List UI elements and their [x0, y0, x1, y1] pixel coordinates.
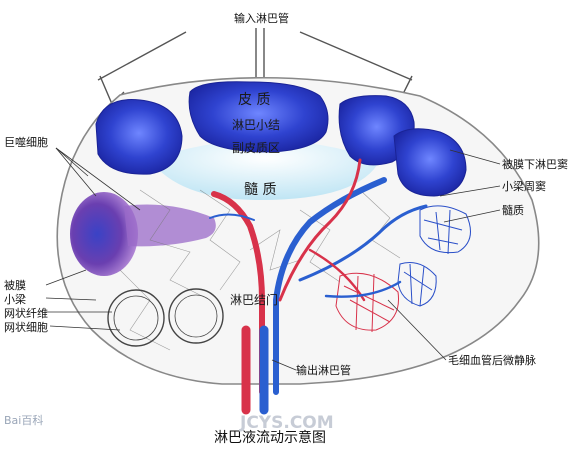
- label-medulla: 髓 质: [244, 182, 276, 198]
- watermark-baidu: Bai百科: [4, 413, 43, 427]
- reticular-fiber-circles: [107, 288, 224, 347]
- efferent-vessel: [241, 325, 269, 415]
- cortical-nodules: [95, 81, 467, 197]
- label-nodule: 淋巴小结: [232, 118, 280, 132]
- diagram-title: 淋巴液流动示意图: [214, 429, 326, 446]
- label-efferent: 输出淋巴管: [296, 363, 351, 377]
- label-subcapsular-sinus: 被膜下淋巴窦: [502, 158, 568, 171]
- macrophage-cluster: [70, 192, 216, 276]
- label-paracortex: 副皮质区: [232, 141, 280, 155]
- label-medulla-right: 髓质: [502, 204, 524, 217]
- label-afferent: 输入淋巴管: [234, 11, 289, 25]
- label-peritrabecular-sinus: 小梁周窦: [502, 179, 546, 193]
- label-cortex: 皮 质: [238, 92, 270, 108]
- label-reticular-cell: 网状细胞: [4, 320, 48, 334]
- pointer-lines: [45, 147, 501, 371]
- label-hilum: 淋巴结门: [230, 292, 278, 307]
- blood-vessels: [209, 158, 428, 395]
- paracortex-zone: [150, 140, 380, 200]
- medulla-capillary-net: [397, 205, 471, 307]
- watermark-site: JCYS.COM: [239, 413, 334, 433]
- label-reticular-fiber: 网状纤维: [4, 306, 48, 320]
- label-macrophage: 巨噬细胞: [4, 135, 48, 149]
- label-hev: 毛细血管后微静脉: [448, 353, 536, 367]
- label-trabecula: 小梁: [4, 292, 26, 306]
- label-capsule: 被膜: [4, 279, 26, 292]
- hev-capillary-net: [335, 272, 400, 333]
